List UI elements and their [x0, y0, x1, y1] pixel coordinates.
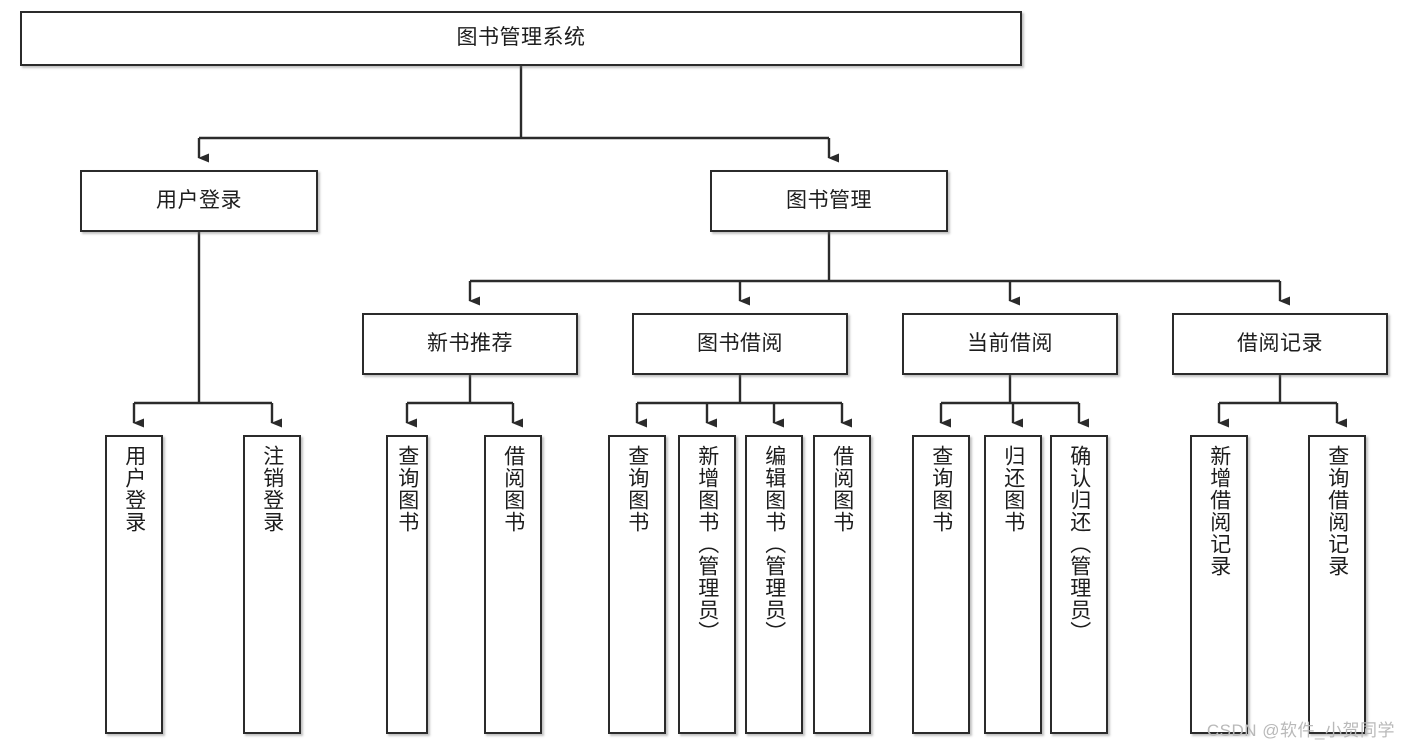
node-leaf-query-book-2[interactable]: 查询图书 [608, 435, 666, 734]
node-label-borrow-record: 借阅记录 [1237, 331, 1323, 355]
node-label-leaf-query-book-3: 查询图书 [929, 445, 953, 533]
node-leaf-borrow-book-2[interactable]: 借阅图书 [813, 435, 871, 734]
node-label-new-book-rec: 新书推荐 [427, 331, 513, 355]
node-label-leaf-edit-book: 编辑图书（管理员） [762, 445, 786, 643]
node-leaf-query-book-1[interactable]: 查询图书 [386, 435, 428, 734]
node-leaf-user-logout[interactable]: 注销登录 [243, 435, 301, 734]
node-leaf-add-record[interactable]: 新增借阅记录 [1190, 435, 1248, 734]
node-current-borrow[interactable]: 当前借阅 [902, 313, 1118, 375]
node-label-leaf-user-logout: 注销登录 [260, 445, 284, 533]
node-label-leaf-add-book: 新增图书（管理员） [695, 445, 719, 643]
node-leaf-edit-book[interactable]: 编辑图书（管理员） [745, 435, 803, 734]
node-leaf-add-book[interactable]: 新增图书（管理员） [678, 435, 736, 734]
node-label-leaf-borrow-book-2: 借阅图书 [830, 445, 854, 533]
node-label-root: 图书管理系统 [456, 26, 586, 50]
node-label-leaf-query-book-2: 查询图书 [625, 445, 649, 533]
node-book-manage[interactable]: 图书管理 [710, 170, 948, 232]
node-label-book-manage: 图书管理 [786, 188, 872, 212]
node-leaf-query-book-3[interactable]: 查询图书 [912, 435, 970, 734]
node-label-leaf-borrow-book-1: 借阅图书 [501, 445, 525, 533]
node-new-book-rec[interactable]: 新书推荐 [362, 313, 578, 375]
node-label-user-login: 用户登录 [156, 188, 242, 212]
node-leaf-confirm-return[interactable]: 确认归还（管理员） [1050, 435, 1108, 734]
watermark-label: CSDN @软件_小贺同学 [1206, 721, 1395, 740]
node-leaf-user-login[interactable]: 用户登录 [105, 435, 163, 734]
node-borrow-record[interactable]: 借阅记录 [1172, 313, 1388, 375]
node-label-leaf-add-record: 新增借阅记录 [1207, 445, 1231, 577]
node-label-leaf-query-record: 查询借阅记录 [1325, 445, 1349, 577]
node-label-current-borrow: 当前借阅 [967, 331, 1053, 355]
node-root[interactable]: 图书管理系统 [20, 11, 1022, 66]
node-label-leaf-confirm-return: 确认归还（管理员） [1067, 445, 1091, 643]
node-leaf-return-book[interactable]: 归还图书 [984, 435, 1042, 734]
node-book-borrow[interactable]: 图书借阅 [632, 313, 848, 375]
node-label-leaf-return-book: 归还图书 [1001, 445, 1025, 533]
node-label-book-borrow: 图书借阅 [697, 331, 783, 355]
node-label-leaf-query-book-1: 查询图书 [395, 445, 419, 533]
node-leaf-borrow-book-1[interactable]: 借阅图书 [484, 435, 542, 734]
node-leaf-query-record[interactable]: 查询借阅记录 [1308, 435, 1366, 734]
node-label-leaf-user-login: 用户登录 [122, 445, 146, 533]
node-user-login[interactable]: 用户登录 [80, 170, 318, 232]
